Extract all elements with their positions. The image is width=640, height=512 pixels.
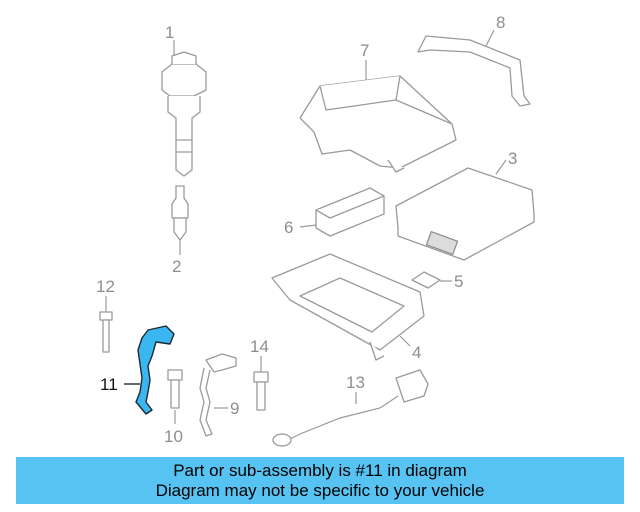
speed-sensor-part bbox=[199, 353, 237, 437]
info-banner: Part or sub-assembly is #11 in diagram D… bbox=[16, 457, 624, 504]
engine-control-module-part bbox=[395, 167, 535, 261]
callout-13: 13 bbox=[346, 373, 365, 392]
bolt-12-part bbox=[99, 311, 113, 353]
wire-harness-part bbox=[272, 369, 429, 447]
ignition-coil-part bbox=[161, 51, 207, 177]
banner-line-2: Diagram may not be specific to your vehi… bbox=[155, 480, 485, 500]
callout-10: 10 bbox=[164, 427, 183, 446]
spark-plug-part bbox=[171, 185, 189, 241]
callout-12: 12 bbox=[96, 277, 115, 296]
callout-3: 3 bbox=[508, 149, 517, 168]
bolt-14-part bbox=[253, 371, 269, 411]
sensor-module-part bbox=[315, 187, 385, 237]
callout-7: 7 bbox=[360, 41, 369, 60]
callout-9: 9 bbox=[230, 399, 239, 418]
callout-11: 11 bbox=[100, 375, 118, 394]
crankshaft-sensor-part bbox=[135, 325, 175, 415]
small-plate-part bbox=[411, 271, 441, 289]
parts-diagram: 1 2 7 8 3 6 5 4 bbox=[96, 13, 535, 447]
callout-8: 8 bbox=[496, 13, 505, 32]
ecu-cover-part bbox=[299, 75, 457, 173]
mounting-tray-part bbox=[271, 253, 425, 361]
mounting-bracket-part bbox=[417, 35, 531, 107]
banner-line-1: Part or sub-assembly is #11 in diagram bbox=[173, 460, 467, 480]
callout-4: 4 bbox=[412, 343, 421, 362]
callout-2: 2 bbox=[172, 257, 181, 276]
bolt-10-part bbox=[167, 369, 183, 409]
callout-5: 5 bbox=[454, 272, 463, 291]
callout-1: 1 bbox=[165, 23, 174, 42]
callout-6: 6 bbox=[284, 218, 293, 237]
callout-14: 14 bbox=[250, 337, 269, 356]
